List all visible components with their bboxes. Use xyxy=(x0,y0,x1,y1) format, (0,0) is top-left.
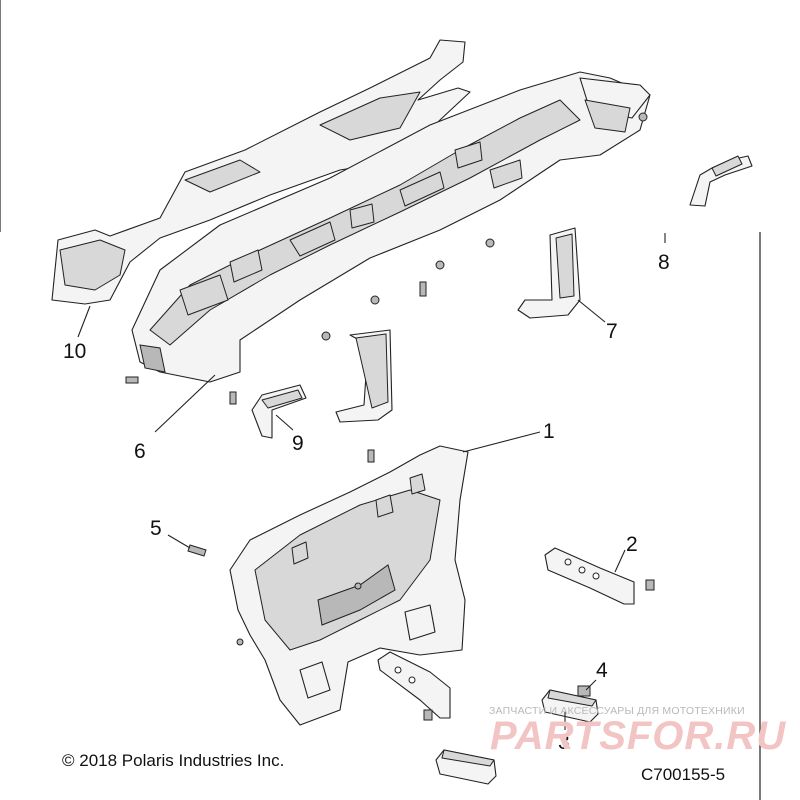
callout-8: 8 xyxy=(658,251,670,274)
fastener-group-upper xyxy=(125,112,648,463)
part-6-rear-fender-tray xyxy=(131,71,651,383)
part-9-clip xyxy=(251,384,307,439)
part-8-bracket xyxy=(689,155,753,207)
leader-6 xyxy=(154,374,216,433)
callout-4: 4 xyxy=(596,659,608,682)
drawing-id: C700155-5 xyxy=(641,765,726,784)
callout-5: 5 xyxy=(150,517,162,540)
copyright-notice: © 2018 Polaris Industries Inc. xyxy=(62,751,285,770)
watermark-logo: PARTSFOR.RU xyxy=(490,714,787,758)
part-3-mount-block xyxy=(435,689,599,785)
part-10-side-panel xyxy=(51,39,471,305)
leader-5 xyxy=(167,534,191,549)
callout-10: 10 xyxy=(63,340,86,363)
leader-10 xyxy=(77,305,91,338)
callout-3: 3 xyxy=(558,731,570,754)
leader-7 xyxy=(577,299,606,323)
part-lower-bracket xyxy=(377,651,451,721)
part-bracket-center xyxy=(335,329,393,423)
part-1-rear-panel xyxy=(229,445,469,726)
part-5-screw xyxy=(187,544,207,557)
part-7-bracket xyxy=(517,227,581,319)
leader-2 xyxy=(614,549,626,573)
leader-4 xyxy=(585,679,597,691)
callout-2: 2 xyxy=(626,533,638,556)
callout-9: 9 xyxy=(292,432,304,455)
callout-1: 1 xyxy=(543,420,555,443)
watermark-caption: ЗАПЧАСТИ И АКСЕССУАРЫ ДЛЯ МОТОТЕХНИКИ xyxy=(489,705,745,717)
leader-1 xyxy=(462,431,541,453)
part-2-bracket-plate xyxy=(544,547,655,605)
callout-7: 7 xyxy=(606,320,618,343)
callout-6: 6 xyxy=(134,440,146,463)
leader-9 xyxy=(275,414,294,431)
